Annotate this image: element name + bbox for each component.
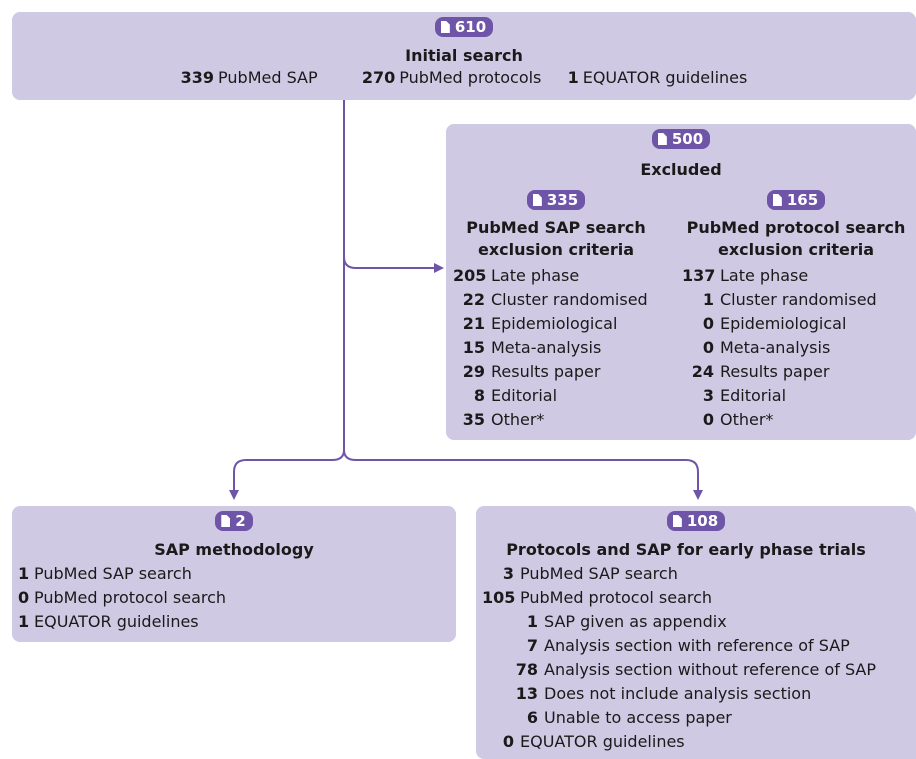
box-title: Initial search [405, 46, 523, 65]
count-badge: 108 [666, 511, 726, 531]
count-badge: 2 [215, 511, 253, 531]
document-icon [772, 194, 782, 206]
sap-exclusion-column: 335 PubMed SAP search exclusion criteria… [446, 186, 686, 436]
document-icon [440, 21, 450, 33]
count-badge: 610 [434, 17, 494, 37]
count-badge: 165 [766, 190, 826, 210]
excluded-box: 500 Excluded 335 PubMed SAP search exclu… [446, 124, 916, 440]
protocol-exclusion-column: 165 PubMed protocol search exclusion cri… [676, 186, 916, 436]
document-icon [221, 515, 231, 527]
document-icon [672, 515, 682, 527]
column-title: PubMed protocol search [686, 218, 906, 237]
column-title: exclusion criteria [717, 240, 875, 259]
count-badge: 500 [651, 129, 711, 149]
count-badge: 335 [526, 190, 586, 210]
column-title: PubMed SAP search [466, 218, 646, 237]
document-icon [532, 194, 542, 206]
box-title: Excluded [640, 160, 722, 179]
arrow-to-sap [229, 449, 345, 500]
box-title: Protocols and SAP for early phase trials [506, 540, 866, 559]
box-title: SAP methodology [154, 540, 314, 559]
protocols-box: 108 Protocols and SAP for early phase tr… [476, 506, 916, 759]
arrow-to-excluded [343, 256, 444, 273]
column-title: exclusion criteria [477, 240, 635, 259]
arrow-to-protocols [343, 449, 703, 500]
document-icon [657, 133, 667, 145]
